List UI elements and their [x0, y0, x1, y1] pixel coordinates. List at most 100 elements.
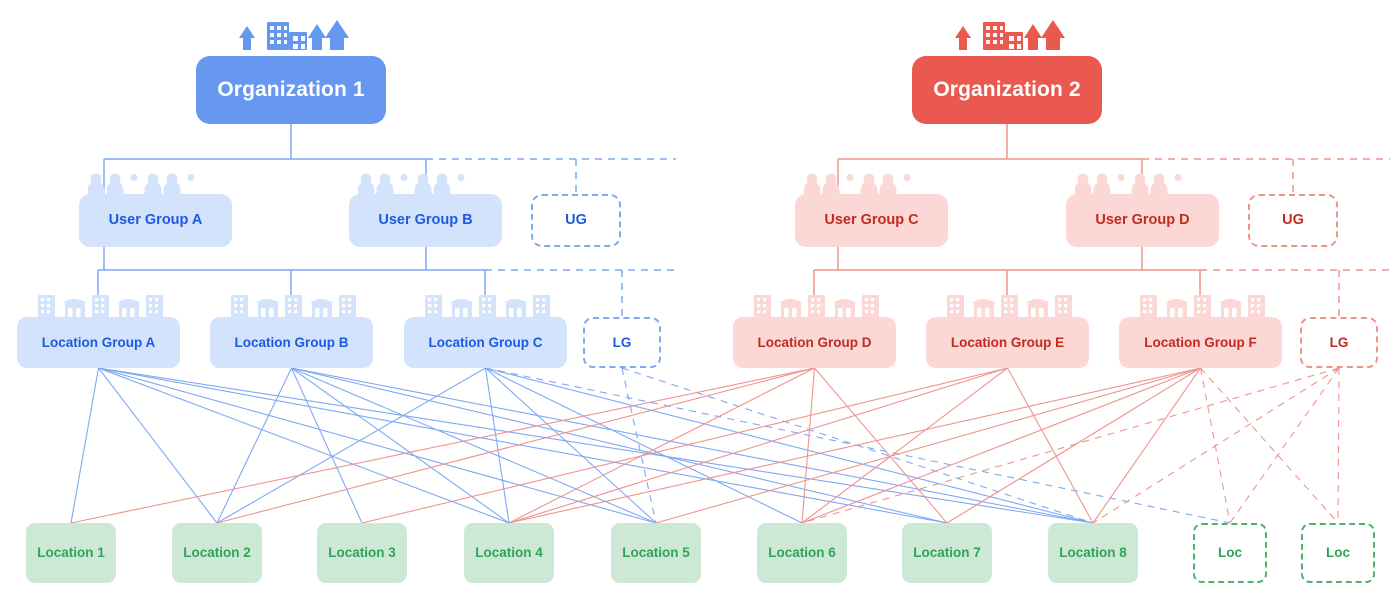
- connector-line: [1092, 367, 1340, 524]
- node-ugd[interactable]: User Group D: [1066, 194, 1219, 247]
- connector-line: [485, 367, 1094, 524]
- node-ugp1[interactable]: UG: [531, 194, 621, 247]
- buildings-icon: [38, 295, 163, 319]
- node-label: User Group B: [378, 212, 473, 229]
- node-label: Organization 2: [933, 77, 1081, 101]
- connector-line: [216, 367, 486, 524]
- buildings-icon: [947, 295, 1072, 319]
- node-label: User Group A: [108, 212, 203, 229]
- node-label: LG: [612, 334, 632, 350]
- node-loc5[interactable]: Location 5: [611, 523, 701, 583]
- connector-line: [98, 367, 948, 524]
- node-label: Location 4: [475, 545, 543, 561]
- connector-line: [70, 367, 100, 524]
- city-trees-icon: [239, 20, 349, 50]
- node-label: Location 7: [913, 545, 981, 561]
- node-ugp2[interactable]: UG: [1248, 194, 1338, 247]
- node-label: Location Group F: [1144, 334, 1257, 350]
- node-label: Location Group B: [234, 334, 349, 350]
- node-label: LG: [1329, 334, 1349, 350]
- connector-line: [485, 367, 1231, 524]
- buildings-icon: [754, 295, 879, 319]
- connector-line: [290, 367, 363, 524]
- people-icon: [803, 173, 911, 196]
- people-icon: [1074, 173, 1182, 196]
- node-uga[interactable]: User Group A: [79, 194, 232, 247]
- connector-line: [655, 367, 1201, 524]
- people-icon: [357, 173, 465, 196]
- connector-line: [801, 367, 1008, 524]
- node-loc7[interactable]: Location 7: [902, 523, 992, 583]
- node-lga[interactable]: Location Group A: [17, 317, 180, 368]
- connector-line: [485, 367, 657, 524]
- connector-line: [98, 367, 657, 524]
- connector-line: [801, 367, 1201, 524]
- connector-line: [1229, 367, 1340, 524]
- connector-line: [216, 367, 815, 524]
- node-loc1[interactable]: Location 1: [26, 523, 116, 583]
- node-label: UG: [565, 212, 587, 229]
- node-label: Location 1: [37, 545, 105, 561]
- node-label: Location 5: [622, 545, 690, 561]
- connector-line: [98, 367, 1094, 524]
- connector-line: [98, 367, 218, 524]
- node-org1[interactable]: Organization 1: [196, 56, 386, 124]
- node-loc2[interactable]: Location 2: [172, 523, 262, 583]
- node-label: User Group C: [824, 212, 919, 229]
- connector-line: [1337, 367, 1340, 524]
- node-label: Location Group D: [757, 334, 872, 350]
- node-label: Location 3: [328, 545, 396, 561]
- node-lgp2[interactable]: LG: [1300, 317, 1378, 368]
- node-ugb[interactable]: User Group B: [349, 194, 502, 247]
- connector-line: [216, 367, 292, 524]
- node-lgp1[interactable]: LG: [583, 317, 661, 368]
- connector-line: [801, 367, 1340, 524]
- connector-line: [621, 367, 1094, 524]
- node-loc6[interactable]: Location 6: [757, 523, 847, 583]
- node-lge[interactable]: Location Group E: [926, 317, 1089, 368]
- node-lgd[interactable]: Location Group D: [733, 317, 896, 368]
- node-label: Location Group A: [41, 334, 156, 350]
- people-icon: [87, 173, 195, 196]
- connector-line: [485, 367, 803, 524]
- connector-line: [801, 367, 816, 524]
- node-label: Loc: [1217, 545, 1242, 561]
- node-label: User Group D: [1095, 212, 1190, 229]
- connector-line: [1200, 367, 1339, 524]
- node-org2[interactable]: Organization 2: [912, 56, 1102, 124]
- node-lgf[interactable]: Location Group F: [1119, 317, 1282, 368]
- connector-line: [508, 367, 1008, 524]
- node-ugc[interactable]: User Group C: [795, 194, 948, 247]
- connector-line: [291, 367, 510, 524]
- connector-line: [361, 367, 1008, 524]
- node-label: Location 2: [183, 545, 251, 561]
- connector-line: [98, 367, 510, 524]
- node-loc8[interactable]: Location 8: [1048, 523, 1138, 583]
- node-label: Location 8: [1059, 545, 1127, 561]
- node-label: Organization 1: [217, 77, 365, 101]
- node-locp1[interactable]: Loc: [1193, 523, 1267, 583]
- city-trees-icon: [955, 20, 1065, 50]
- node-locp2[interactable]: Loc: [1301, 523, 1375, 583]
- connector-line: [508, 367, 1201, 524]
- node-loc4[interactable]: Location 4: [464, 523, 554, 583]
- buildings-icon: [231, 295, 356, 319]
- node-label: Loc: [1325, 545, 1350, 561]
- node-label: Location 6: [768, 545, 836, 561]
- node-lgc[interactable]: Location Group C: [404, 317, 567, 368]
- connector-line: [946, 367, 1201, 524]
- buildings-icon: [1140, 295, 1265, 319]
- connector-line: [814, 367, 948, 524]
- connector-line: [621, 367, 657, 524]
- connector-line: [291, 367, 657, 524]
- node-loc3[interactable]: Location 3: [317, 523, 407, 583]
- connector-line: [1007, 367, 1094, 524]
- node-lgb[interactable]: Location Group B: [210, 317, 373, 368]
- buildings-icon: [425, 295, 550, 319]
- connector-line: [484, 367, 510, 524]
- node-label: Location Group C: [428, 334, 543, 350]
- connector-line: [1199, 367, 1231, 524]
- connector-line: [291, 367, 1094, 524]
- connector-line: [508, 367, 815, 524]
